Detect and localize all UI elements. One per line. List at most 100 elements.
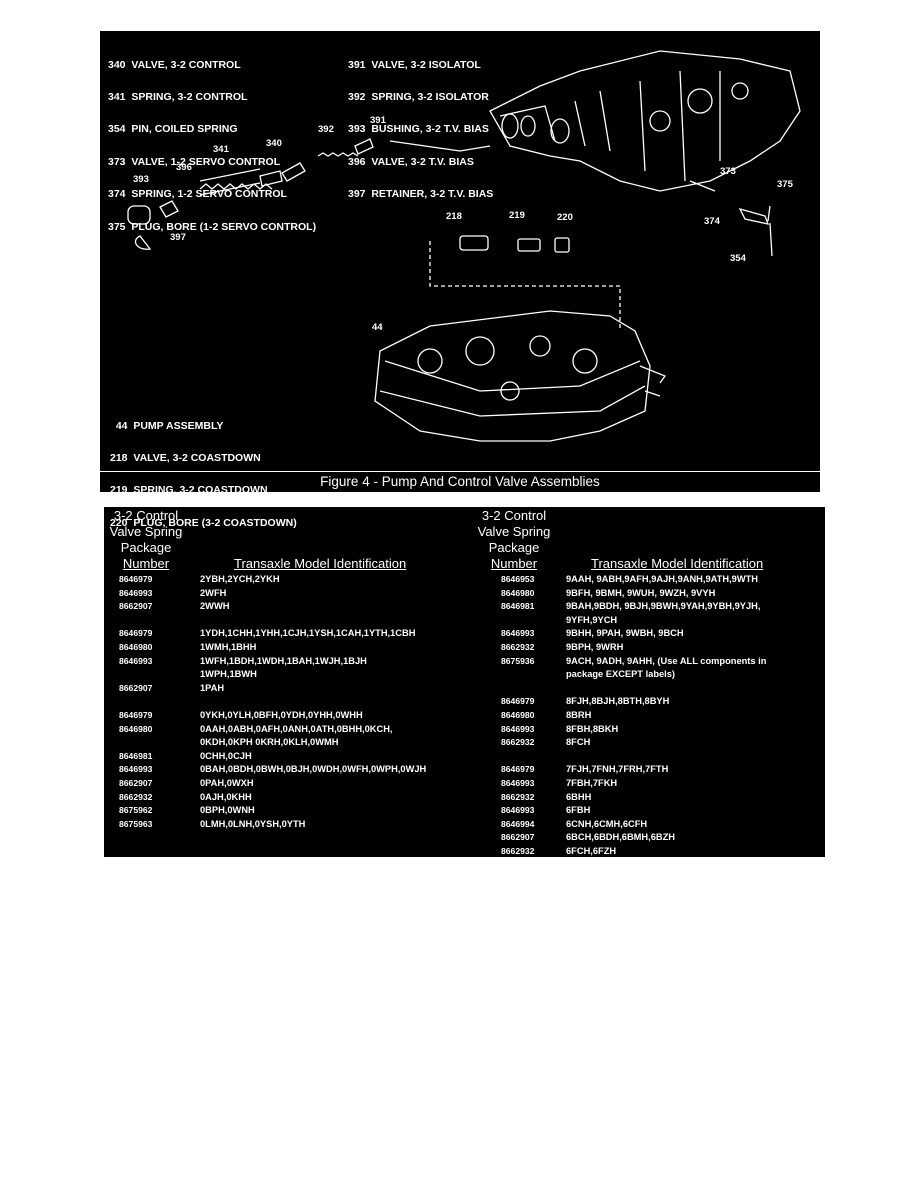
transaxle-models: 0AJH,0KHH (200, 791, 252, 802)
transaxle-models: 0YKH,0YLH,0BFH,0YDH,0YHH,0WHH (200, 709, 363, 720)
package-number: 8646993 (501, 628, 535, 639)
transaxle-models: 1YDH,1CHH,1YHH,1CJH,1YSH,1CAH,1YTH,1CBH (200, 628, 416, 639)
transaxle-models: 9AAH, 9ABH,9AFH,9AJH,9ANH,9ATH,9WTH (566, 574, 758, 584)
legend-item: 44 PUMP ASSEMBLY (110, 419, 224, 432)
transaxle-models: 1WMH,1BHH (200, 641, 257, 652)
right-header-model: Transaxle Model Identification (591, 556, 764, 571)
left-header-number: 3-2 Control Valve Spring Package Number (106, 508, 186, 572)
package-number: 8646993 (501, 805, 535, 816)
callout-220: 220 (557, 212, 573, 223)
transaxle-models: 7FJH,7FNH,7FRH,7FTH (566, 764, 669, 775)
callout-375: 375 (777, 179, 793, 190)
header-line: 3-2 Control (481, 508, 547, 523)
transaxle-models: 0KDH,0KPH 0KRH,0KLH,0WMH (200, 737, 339, 748)
callout-374: 374 (704, 216, 720, 227)
callout-392: 392 (318, 124, 334, 135)
coastdown-valve-parts (429, 235, 621, 331)
legend-item: 218 VALVE, 3-2 COASTDOWN (110, 451, 261, 464)
transaxle-models: 0PAH,0WXH (200, 777, 254, 788)
spring-package-table: 3-2 Control Valve Spring Package Number … (104, 507, 825, 857)
transaxle-models: 6FBH (566, 805, 591, 816)
transaxle-models: 0BAH,0BDH,0BWH,0BJH,0WDH,0WFH,0WPH,0WJH (200, 764, 427, 775)
transaxle-models: 9BPH, 9WRH (566, 641, 624, 652)
package-number: 8646979 (119, 574, 153, 584)
legend-item: 397 RETAINER, 3-2 T.V. BIAS (348, 188, 494, 201)
legend-top-right: 391 VALVE, 3-2 ISOLATOL 392 SPRING, 3-2 … (348, 38, 493, 222)
header-line: Valve Spring (109, 524, 183, 539)
header-line: Package (120, 540, 172, 555)
legend-item: 392 SPRING, 3-2 ISOLATOR (348, 90, 489, 103)
legend-item: 341 SPRING, 3-2 CONTROL (108, 90, 248, 103)
callout-354: 354 (730, 253, 746, 264)
package-number: 8646980 (119, 723, 153, 734)
legend-top-left: 340 VALVE, 3-2 CONTROL 341 SPRING, 3-2 C… (108, 38, 316, 254)
transaxle-models: 9BHH, 9PAH, 9WBH, 9BCH (566, 628, 684, 639)
legend-item: 374 SPRING, 1-2 SERVO CONTROL (108, 188, 287, 201)
package-number: 8675963 (119, 818, 153, 829)
figure-caption: Figure 4 - Pump And Control Valve Assemb… (100, 472, 820, 492)
callout-341: 341 (213, 144, 229, 155)
control-valve-body (489, 50, 801, 192)
package-number: 8662907 (119, 601, 153, 612)
transaxle-models: 8BRH (566, 709, 592, 720)
transaxle-models: 2YBH,2YCH,2YKH (200, 574, 280, 584)
transaxle-models: 8FCH (566, 737, 591, 748)
header-line: Number (490, 556, 538, 571)
transaxle-models: 0LMH,0LNH,0YSH,0YTH (200, 818, 306, 829)
transaxle-models: 8FJH,8BJH,8BTH,8BYH (566, 696, 670, 707)
package-number: 8646993 (501, 723, 535, 734)
package-number: 8662932 (501, 737, 535, 748)
package-number: 8646993 (501, 777, 535, 788)
package-number: 8646993 (119, 655, 153, 666)
legend-item: 340 VALVE, 3-2 CONTROL (108, 58, 241, 71)
package-number: 8646980 (501, 709, 535, 720)
package-number: 8662907 (119, 777, 153, 788)
package-number: 8662907 (501, 832, 535, 843)
transaxle-models: 9BAH,9BDH, 9BJH,9BWH,9YAH,9YBH,9YJH, (566, 601, 761, 612)
transaxle-models: 8FBH,8BKH (566, 723, 619, 734)
transaxle-models: 6BHH (566, 791, 592, 802)
package-number: 8646979 (501, 764, 535, 775)
callout-393: 393 (133, 174, 149, 185)
package-number: 8646980 (501, 587, 535, 598)
transaxle-models: 0CHH,0CJH (200, 750, 252, 761)
legend-item: 354 PIN, COILED SPRING (108, 123, 238, 136)
legend-item: 373 VALVE, 1-2 SERVO CONTROL (108, 155, 281, 168)
package-number: 8646994 (501, 818, 535, 829)
package-number: 8646993 (119, 764, 153, 775)
callout-340: 340 (266, 138, 282, 149)
callout-373: 373 (720, 166, 736, 177)
transaxle-models: 1WPH,1BWH (200, 669, 257, 680)
transaxle-models: 2WWH (200, 601, 230, 612)
callout-396: 396 (176, 162, 192, 173)
legend-bottom: 44 PUMP ASSEMBLY 218 VALVE, 3-2 COASTDOW… (110, 399, 297, 550)
package-number: 8675936 (501, 655, 535, 666)
transaxle-models: 6FCH,6FZH (566, 845, 617, 856)
callout-219: 219 (509, 210, 525, 221)
header-line: Valve Spring (477, 524, 551, 539)
transaxle-models: 9YFH,9YCH (566, 614, 618, 625)
right-header-number: 3-2 Control Valve Spring Package Number (472, 508, 556, 572)
package-number: 8646979 (119, 628, 153, 639)
transaxle-models: 2WFH (200, 587, 227, 598)
legend-item: 396 VALVE, 3-2 T.V. BIAS (348, 155, 474, 168)
legend-item: 393 BUSHING, 3-2 T.V. BIAS (348, 123, 489, 136)
pump-assembly (374, 310, 667, 442)
package-number: 8646980 (119, 641, 153, 652)
valve-train-3-2 (127, 138, 491, 250)
transaxle-models: 9ACH, 9ADH, 9AHH, (Use ALL components in (566, 655, 767, 666)
servo-control-parts (689, 180, 773, 257)
callout-218: 218 (446, 211, 462, 222)
legend-item: 219 SPRING, 3-2 COASTDOWN (110, 484, 268, 497)
package-number: 8662932 (119, 791, 153, 802)
package-number: 8662907 (119, 682, 153, 693)
package-number: 8662932 (501, 791, 535, 802)
package-number: 8646979 (501, 696, 535, 707)
transaxle-models: 0BPH,0WNH (200, 805, 255, 816)
transaxle-models: 1PAH (200, 682, 225, 693)
header-line: Number (122, 556, 170, 571)
figure-pump-control-valve: 340 VALVE, 3-2 CONTROL 341 SPRING, 3-2 C… (100, 31, 820, 528)
callout-397: 397 (170, 232, 186, 243)
left-header-model: Transaxle Model Identification (234, 556, 407, 571)
package-number: 8646953 (501, 574, 535, 584)
